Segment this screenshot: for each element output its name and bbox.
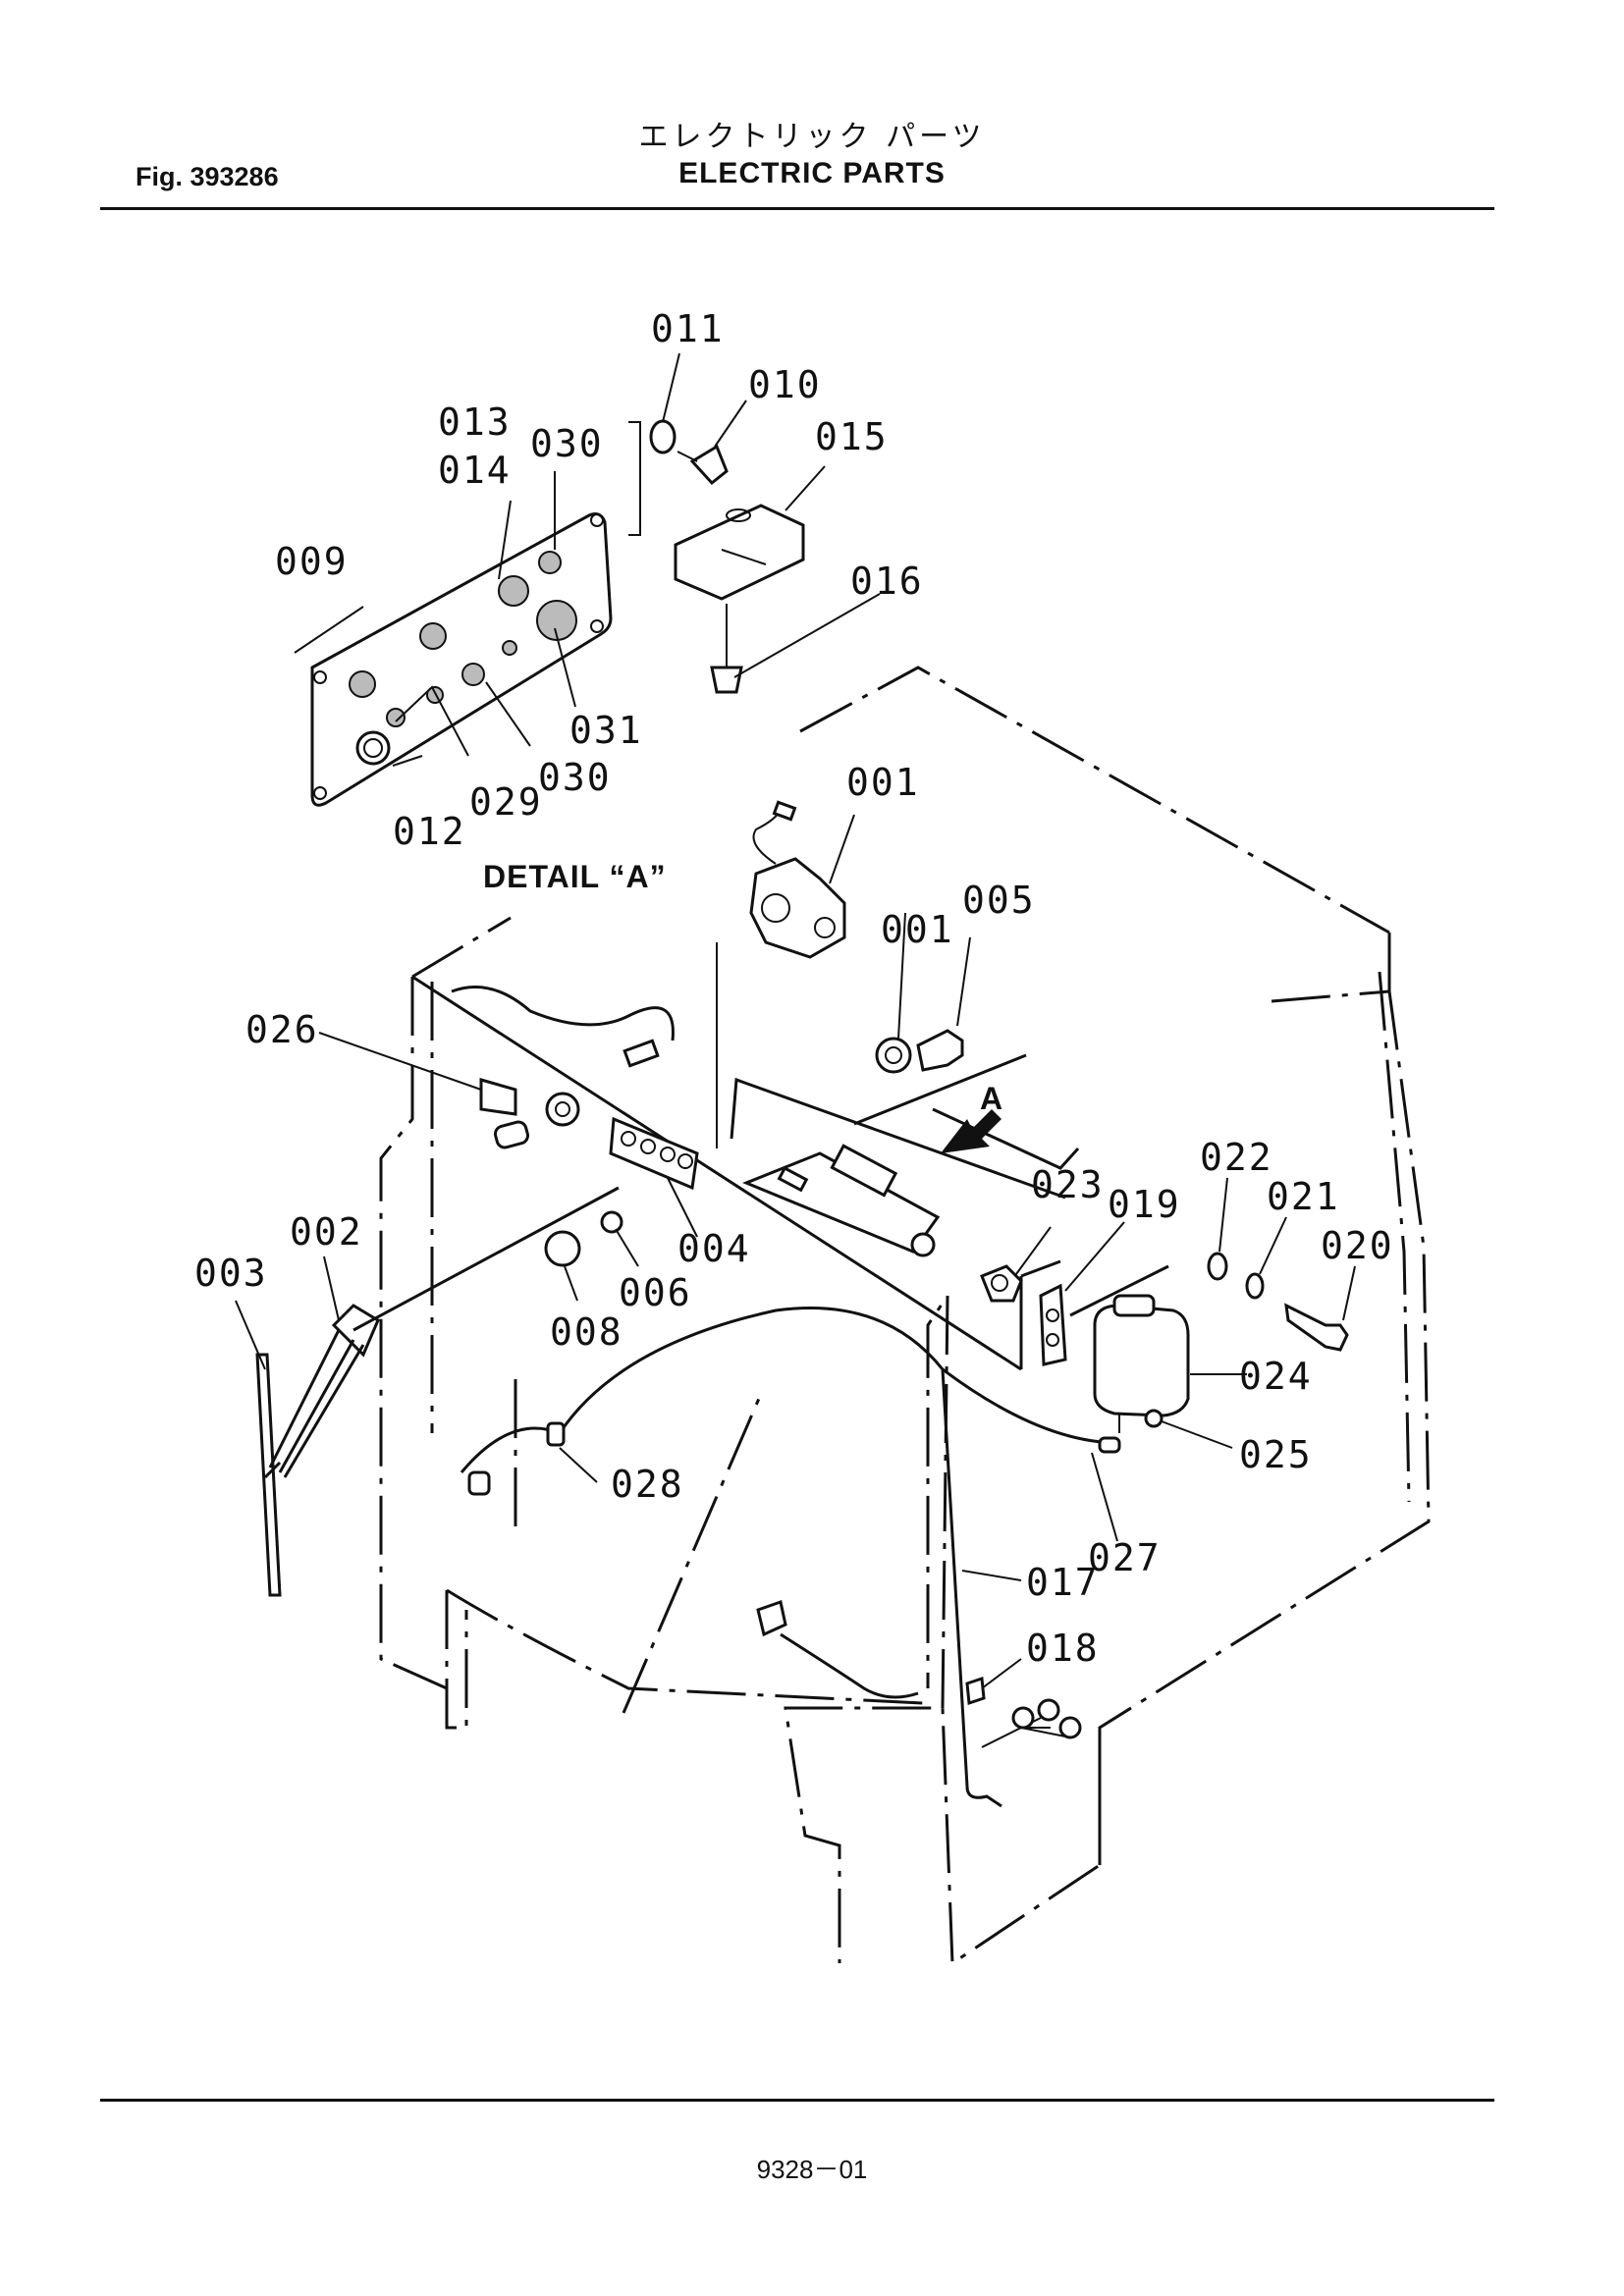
detail-a-panel — [310, 421, 641, 807]
washer-tank-group — [980, 1252, 1349, 1454]
part-label-006: 006 — [619, 1271, 692, 1314]
leader-lines — [235, 352, 1356, 1689]
detail-a-arrow — [941, 1109, 1001, 1153]
part-label-001-collar: 001 — [881, 908, 954, 951]
wiper-assembly — [255, 1186, 620, 1597]
part-label-022: 022 — [1200, 1136, 1273, 1179]
part-label-029: 029 — [469, 780, 543, 824]
part-label-014: 014 — [438, 449, 512, 492]
part-label-020: 020 — [1321, 1224, 1394, 1267]
part-label-030-bottom: 030 — [538, 756, 612, 799]
part-label-004: 004 — [677, 1227, 751, 1270]
part-label-003: 003 — [194, 1252, 268, 1295]
part-label-013: 013 — [438, 400, 512, 444]
part-label-024: 024 — [1239, 1355, 1313, 1398]
dashboard-panel — [742, 1144, 941, 1257]
cab-outline — [379, 666, 1431, 1966]
header-rule — [100, 207, 1494, 210]
part-label-015: 015 — [815, 415, 889, 458]
figure-number: Fig. 393286 — [135, 162, 279, 191]
part-label-011: 011 — [651, 307, 725, 350]
part-label-009: 009 — [275, 540, 349, 583]
part-label-016: 016 — [850, 560, 924, 603]
part-label-005: 005 — [962, 879, 1036, 922]
page-number: 9328－01 — [756, 2155, 868, 2184]
part-label-031: 031 — [569, 709, 643, 752]
part-label-002: 002 — [290, 1210, 363, 1254]
harness-017-028 — [460, 1307, 1120, 1808]
part-label-012: 012 — [393, 810, 466, 853]
part-label-030-top: 030 — [530, 422, 604, 465]
part-label-027: 027 — [1088, 1536, 1162, 1579]
part-label-010: 010 — [748, 363, 822, 406]
part-label-021: 021 — [1267, 1175, 1340, 1218]
part-006-008 — [544, 1210, 623, 1267]
part-label-026: 026 — [245, 1008, 319, 1051]
part-label-017: 017 — [1026, 1561, 1100, 1604]
part-label-025: 025 — [1239, 1433, 1313, 1476]
small-parts-group — [649, 419, 805, 694]
part-label-008: 008 — [550, 1310, 623, 1354]
part-label-019: 019 — [1108, 1183, 1181, 1226]
part-label-018: 018 — [1026, 1627, 1100, 1670]
part-label-023: 023 — [1031, 1163, 1105, 1206]
harness-026 — [451, 986, 675, 1149]
part-label-001-motor: 001 — [846, 761, 920, 804]
arrow-a-label: A — [980, 1081, 1003, 1116]
title-japanese: エレクトリック パーツ — [638, 120, 986, 154]
detail-a-label: DETAIL “A” — [483, 859, 667, 894]
page-title: ELECTRIC PARTS — [678, 157, 946, 189]
part-001-motor — [716, 800, 846, 1148]
part-label-028: 028 — [611, 1463, 684, 1506]
part-001-005-hardware — [875, 1029, 964, 1074]
footer-rule — [100, 2099, 1494, 2102]
part-004-switch-plate — [609, 1116, 699, 1191]
